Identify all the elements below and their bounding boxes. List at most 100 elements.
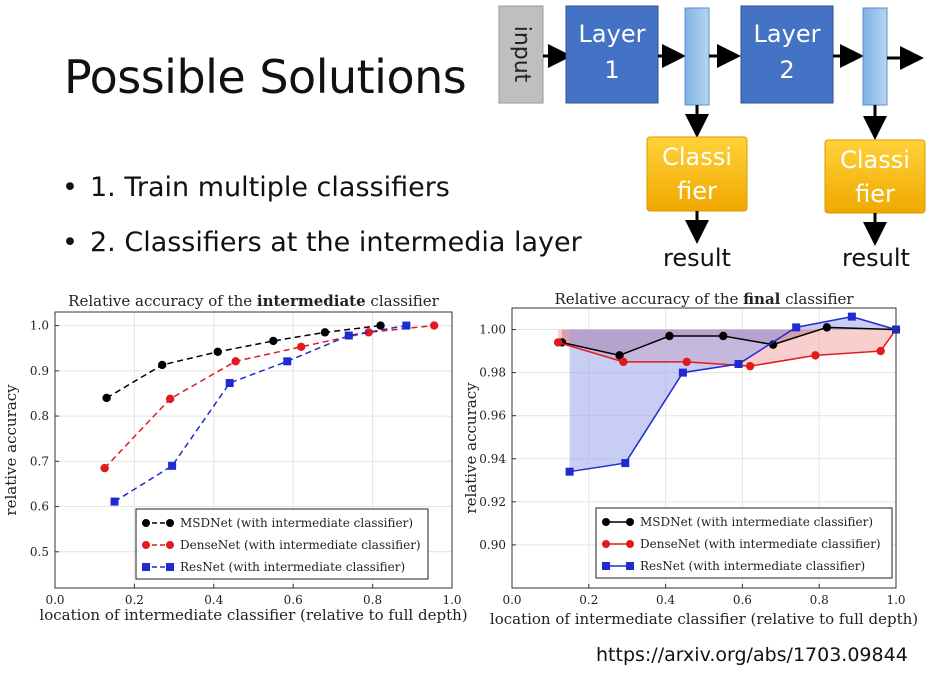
slide-title: Possible Solutions: [64, 50, 467, 104]
legend-marker: [166, 541, 174, 549]
data-point: [102, 393, 111, 403]
data-point: [320, 328, 330, 337]
data-point: [231, 357, 240, 366]
series-line: [104, 324, 435, 469]
bullet-item: •1. Train multiple classifiers: [62, 172, 450, 203]
y-tick-label: 0.5: [30, 545, 49, 559]
intermediate-accuracy-chart: Relative accuracy of the intermediate cl…: [2, 292, 468, 624]
y-tick-label: 0.92: [479, 495, 506, 509]
x-tick-label: 0.2: [125, 593, 144, 607]
data-point: [615, 351, 624, 360]
legend-marker: [142, 519, 150, 527]
chart-title: Relative accuracy of the final classifie…: [554, 290, 854, 308]
legend-marker: [166, 563, 174, 571]
data-point: [402, 321, 411, 330]
legend-label: DenseNet (with intermediate classifier): [640, 537, 881, 551]
feature-map-2: [862, 7, 888, 106]
legend-marker: [602, 540, 610, 548]
x-tick-label: 1.0: [886, 593, 905, 607]
source-url[interactable]: https://arxiv.org/abs/1703.09844: [596, 644, 908, 666]
x-tick-label: 0.0: [45, 593, 64, 607]
layer-2-box: [740, 5, 834, 104]
result-label: result: [842, 244, 910, 272]
data-point: [565, 467, 574, 476]
bullet-item: •2. Classifiers at the intermedia layer: [62, 227, 582, 258]
chart-title: Relative accuracy of the intermediate cl…: [68, 292, 439, 310]
x-tick-label: 1.0: [442, 593, 461, 607]
legend-marker: [602, 518, 610, 526]
data-point: [344, 331, 353, 340]
data-point: [213, 347, 222, 357]
y-tick-label: 0.98: [479, 366, 506, 380]
x-tick-label: 0.6: [733, 593, 752, 607]
data-point: [792, 323, 801, 332]
y-tick-label: 0.90: [479, 538, 506, 552]
data-point: [168, 461, 177, 470]
legend-box: [595, 507, 893, 579]
legend-marker: [626, 518, 634, 526]
y-tick-label: 0.8: [30, 409, 49, 423]
data-point: [621, 459, 630, 468]
input-box: [498, 5, 544, 104]
bullet-text: 1. Train multiple classifiers: [90, 172, 450, 203]
x-tick-label: 0.0: [502, 593, 521, 607]
classifier-label: fier: [677, 177, 717, 205]
y-tick-label: 1.00: [479, 323, 506, 337]
x-tick-label: 0.2: [579, 593, 598, 607]
data-point: [619, 357, 628, 367]
layer-2-label: Layer: [754, 20, 821, 48]
data-point: [165, 394, 175, 404]
y-tick-label: 0.6: [30, 500, 49, 514]
data-point: [100, 463, 109, 473]
x-tick-label: 0.6: [284, 593, 303, 607]
legend-marker: [166, 519, 174, 527]
data-point: [719, 331, 728, 341]
x-tick-label: 0.4: [204, 593, 223, 607]
bullet-dot: •: [62, 227, 78, 258]
y-tick-label: 0.96: [479, 409, 506, 423]
data-point: [364, 328, 373, 337]
data-point: [822, 323, 832, 332]
data-point: [429, 321, 439, 330]
legend: MSDNet (with intermediate classifier) Den…: [135, 508, 429, 580]
data-point: [678, 368, 687, 377]
classifier-label: Classi: [662, 143, 732, 171]
layer-2-number: 2: [779, 56, 794, 84]
y-axis-label: relative accuracy: [464, 382, 480, 514]
chart-title-part: Relative accuracy of the: [554, 290, 743, 308]
data-point: [283, 357, 292, 366]
legend-label: MSDNet (with intermediate classifier): [180, 516, 413, 530]
layer-1-number: 1: [604, 56, 619, 84]
x-axis-label: location of intermediate classifier (rel…: [39, 606, 467, 624]
legend-marker: [602, 562, 610, 570]
data-point: [157, 360, 167, 370]
input-label: input: [509, 26, 534, 83]
legend-label: DenseNet (with intermediate classifier): [180, 538, 421, 552]
x-tick-label: 0.4: [656, 593, 675, 607]
layer-1-label: Layer: [579, 20, 646, 48]
data-point: [745, 361, 755, 371]
y-tick-label: 0.9: [30, 364, 49, 378]
x-tick-label: 0.8: [363, 593, 382, 607]
data-point: [110, 497, 119, 506]
legend-box: [135, 508, 429, 580]
series-area: [569, 316, 896, 472]
legend: MSDNet (with intermediate classifier)Den…: [595, 507, 893, 579]
classifier-label: fier: [855, 180, 895, 208]
data-point: [847, 312, 856, 321]
y-tick-label: 0.94: [479, 452, 506, 466]
legend-label: ResNet (with intermediate classifier): [180, 560, 405, 574]
data-point: [665, 331, 674, 341]
chart-title-part: Relative accuracy of the: [68, 292, 257, 310]
chart-title-part: final: [743, 290, 781, 308]
plot-frame: [54, 311, 453, 589]
legend-label: ResNet (with intermediate classifier): [640, 559, 865, 573]
final-accuracy-chart: Relative accuracy of the final classifie…: [464, 290, 918, 628]
x-tick-label: 0.8: [810, 593, 829, 607]
plot-frame: [511, 307, 897, 589]
data-point: [376, 321, 385, 330]
y-tick-label: 0.7: [30, 454, 49, 468]
network-diagram: input Layer 1 Layer 2 Classi fier Classi…: [498, 5, 926, 272]
legend-marker: [142, 541, 150, 549]
chart-title-part: classifier: [366, 292, 440, 310]
